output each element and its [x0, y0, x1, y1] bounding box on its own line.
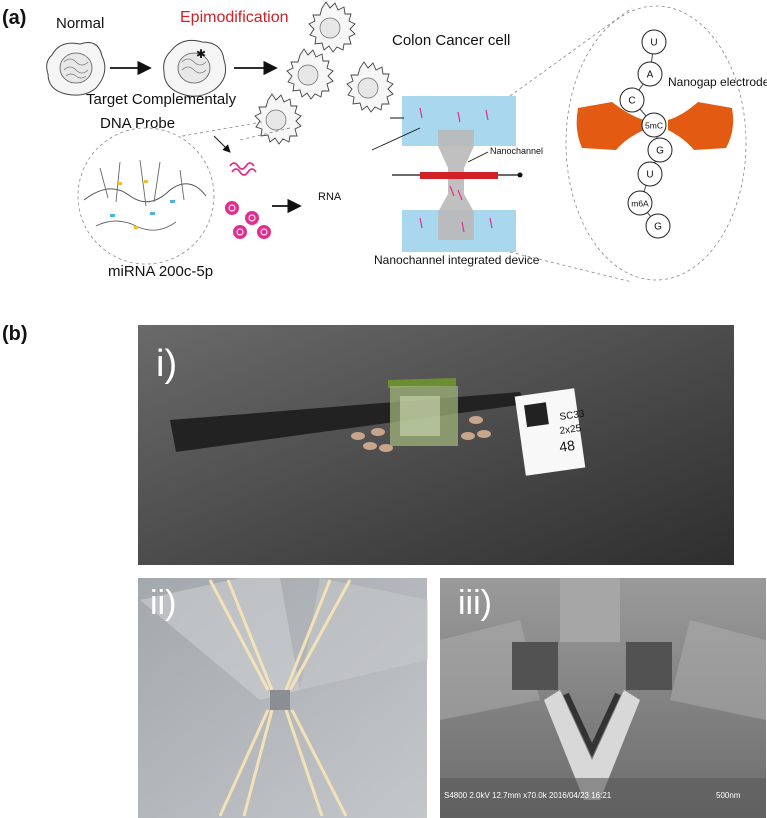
normal-cell [46, 42, 106, 96]
rna-base-label: G [654, 222, 662, 233]
rna-base-circle [647, 137, 673, 163]
rna-base-label: A [647, 70, 654, 81]
rna-base-circle [645, 213, 671, 239]
panel-b-label: (b) [2, 323, 28, 345]
panel-a-label: (a) [2, 7, 26, 29]
svg-text:2x25: 2x25 [559, 423, 582, 437]
svg-text:48: 48 [558, 437, 576, 455]
mirna-flower-icons [225, 201, 271, 239]
rna-base-circle [641, 112, 667, 138]
zoom-line-3 [509, 7, 633, 97]
target-label-line1: Target Complementaly [86, 91, 237, 108]
photo-ii [138, 578, 428, 818]
zoom-line-4 [509, 251, 633, 283]
photo-iii [440, 578, 766, 818]
rna-base-circle [641, 29, 667, 55]
rna-base-label: m6A [631, 199, 649, 209]
probe-zoom-circle [77, 127, 215, 265]
sem-caption: S4800 2.0kV 12.7mm x70.0k 2016/04/23 16:… [444, 791, 612, 800]
photo-i [138, 325, 734, 565]
right-electrode-icon [668, 102, 734, 150]
normal-label: Normal [56, 15, 104, 32]
nanogap-label: Nanogap electrode [668, 75, 767, 89]
epimod-star-icon: ✱ [196, 47, 206, 61]
photo-i-label: i) [156, 343, 177, 385]
svg-text:SC33: SC33 [559, 409, 586, 423]
rna-label: RNA [318, 191, 342, 203]
colon-cancer-label: Colon Cancer cell [392, 32, 510, 49]
rna-base-circle [637, 161, 663, 187]
rna-base-circle [627, 190, 653, 216]
sem-scale: 500nm [716, 791, 741, 800]
arrow-probe [213, 135, 231, 153]
mirna-flower-detail [228, 204, 268, 236]
mirna-label: miRNA 200c-5p [108, 263, 213, 280]
photo-iii-label: iii) [458, 584, 492, 622]
rna-base-label: C [628, 96, 635, 107]
rna-base-label: 5mC [645, 121, 663, 131]
cancer-nuclei [265, 17, 379, 131]
chip-label: SC33 2x25 48 [558, 409, 585, 455]
rna-base-circle [619, 87, 645, 113]
nanochannel-label: Nanochannel [490, 146, 543, 156]
photo-ii-label: ii) [150, 584, 176, 622]
rna-base-label: U [650, 38, 657, 49]
zoom-line-2 [239, 127, 291, 141]
nanochannel-device [392, 96, 523, 252]
epimodification-label: Epimodification [180, 9, 289, 26]
rna-base-label: G [656, 146, 664, 157]
pink-probe-icon [229, 162, 257, 176]
left-electrode-icon [576, 102, 644, 150]
rna-base-label: U [646, 170, 653, 181]
rna-base-circle [637, 61, 663, 87]
device-arrow-in [371, 127, 421, 151]
epimodified-cell: ✱ [163, 39, 227, 97]
target-label-line2: DNA Probe [100, 115, 175, 132]
nanochannel-pointer [467, 151, 489, 163]
device-label: Nanochannel integrated device [374, 253, 540, 267]
